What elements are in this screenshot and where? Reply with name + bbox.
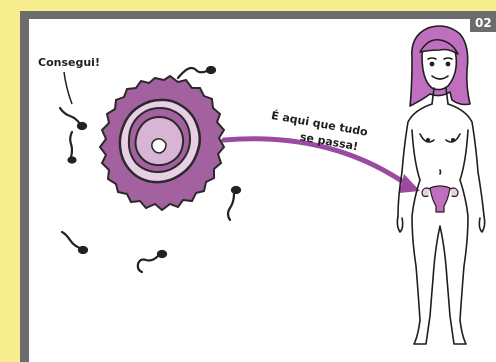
sperm-bottom-left — [62, 232, 87, 253]
egg-cell — [100, 76, 224, 210]
egg-nucleus — [152, 139, 166, 153]
speech-pointer — [64, 72, 72, 104]
uterus — [422, 186, 458, 212]
sperm-top-left — [60, 108, 86, 129]
sperm-top-right — [178, 67, 215, 78]
sperm-speech-text: Consegui! — [38, 56, 100, 69]
sperm-right — [228, 187, 240, 220]
sperm-bottom — [138, 251, 166, 272]
body-outline — [398, 104, 484, 344]
sperm-left — [69, 132, 76, 163]
